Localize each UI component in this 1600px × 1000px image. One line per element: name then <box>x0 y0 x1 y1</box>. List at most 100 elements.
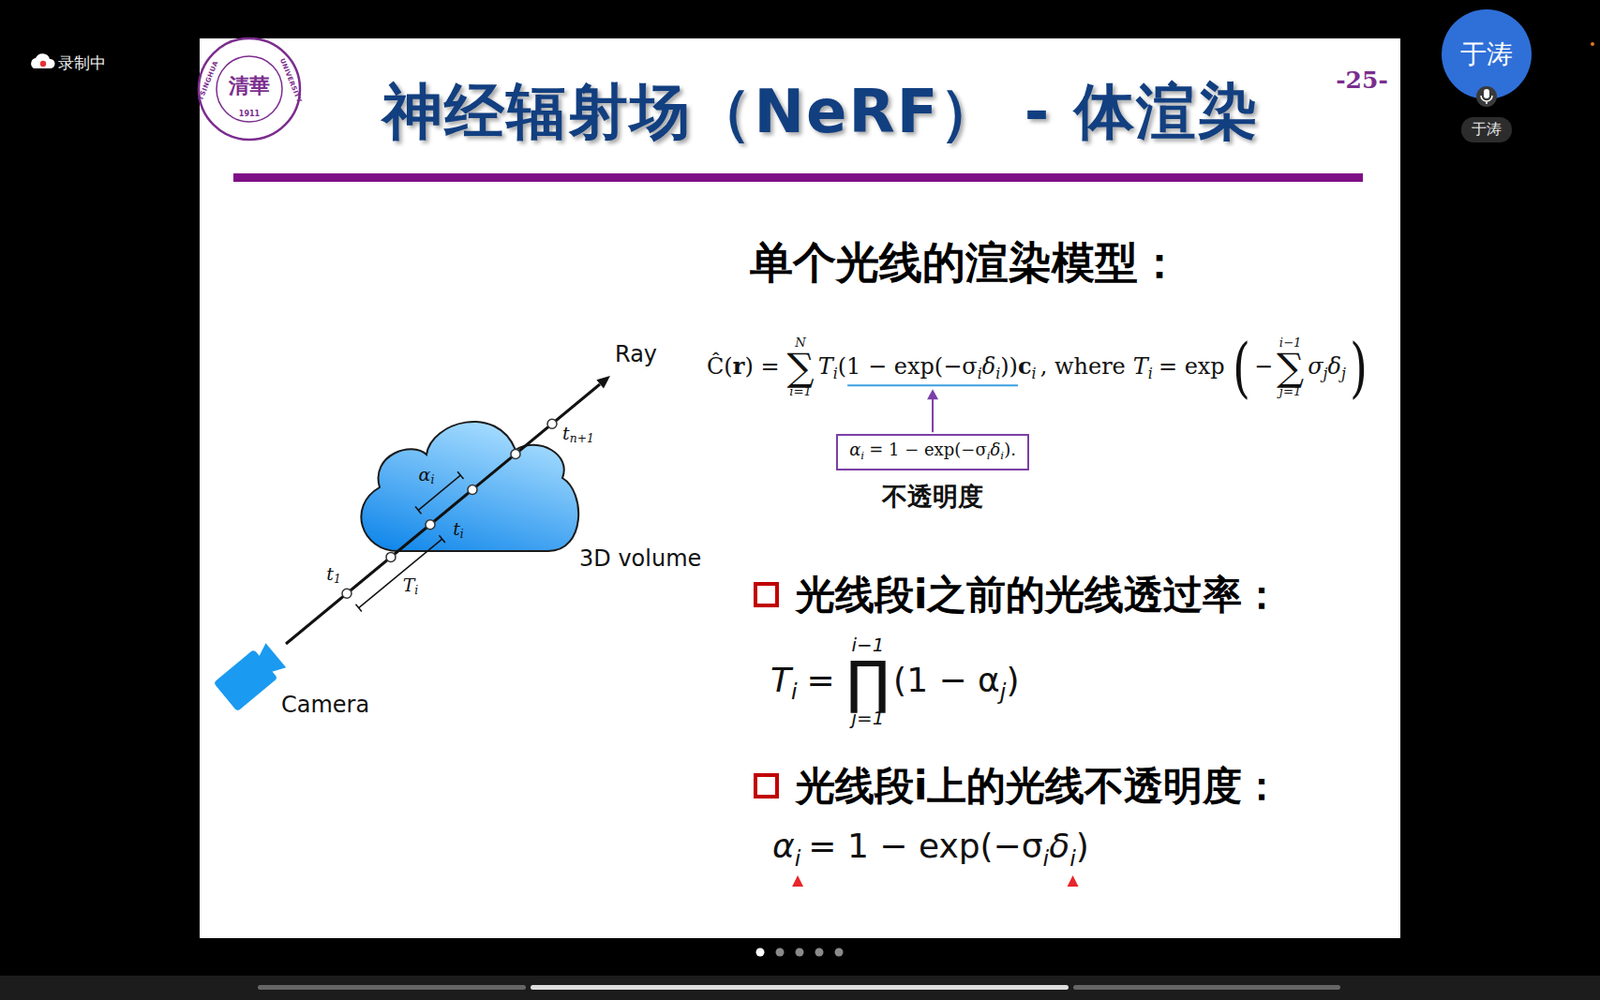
record-icon <box>30 53 55 69</box>
transmittance-label: Ti <box>403 575 419 596</box>
sample-point <box>425 520 435 530</box>
sample-point <box>386 552 396 562</box>
page-dots <box>756 948 844 958</box>
math-text: = 1 − exp(−σ <box>868 440 987 461</box>
bottom-bar <box>0 975 1600 1000</box>
subscript: i <box>860 449 865 464</box>
math-text: = 1 − exp(−σ <box>807 826 1043 866</box>
subscript: i <box>1043 846 1050 872</box>
opacity-label: αi <box>418 464 435 485</box>
math-text: δ <box>982 354 996 381</box>
formula-box: αi= 1 − exp(−σiδi). <box>836 433 1030 471</box>
logo-inner-ring <box>216 56 283 122</box>
bullet-heading: 光线段i上的光线不透明度： <box>795 762 1282 810</box>
math-text: = <box>807 660 836 700</box>
math-text: T <box>770 660 792 700</box>
avatar-name: 于涛 <box>1460 36 1513 73</box>
math-text: ) <box>1349 334 1368 401</box>
math-text: = exp <box>1158 354 1226 381</box>
upper-limit: i−1 <box>852 636 885 656</box>
operator-stack: i−1∏j=1 <box>846 636 890 729</box>
formula-line: Ĉ(r) =N∑i=1Ti(1 − exp(−σiδi))ci, whereTi… <box>706 334 1372 401</box>
bullet-square <box>755 775 778 797</box>
lower-limit: j=1 <box>852 709 885 729</box>
pointer-arrowhead <box>1067 875 1079 887</box>
camera-lens <box>254 642 286 677</box>
bullet-heading: 光线段i之前的光线透过率： <box>795 571 1282 619</box>
sample-point <box>342 588 352 599</box>
participant-name: 于涛 <box>1471 119 1502 138</box>
math-text: ) <box>1076 826 1090 866</box>
camera-label: Camera <box>281 691 370 718</box>
subscript: i <box>1069 846 1077 872</box>
subscript: i <box>1000 449 1004 464</box>
operator-stack: N∑i=1 <box>787 336 815 398</box>
formula-line: αi= 1 − exp(−σiδi) <box>772 826 1090 866</box>
math-text: ) <box>1005 660 1019 700</box>
page-dot <box>835 948 844 958</box>
math-text: Ĉ( <box>706 354 733 381</box>
operator-stack: i−1∑j=1 <box>1276 336 1304 398</box>
subscript: i <box>430 473 434 487</box>
page-dot <box>776 948 785 958</box>
camera-icon <box>213 641 288 712</box>
ray-arrowhead <box>596 375 611 389</box>
variable: α <box>418 463 432 485</box>
subscript: i <box>794 846 802 872</box>
volume-label: 3D volume <box>579 545 702 572</box>
recording-label: 录制中 <box>58 52 106 75</box>
bracket-tick <box>439 535 446 543</box>
subscript: n+1 <box>569 432 595 446</box>
logo-ring <box>198 38 300 140</box>
subscript: i <box>995 365 1001 383</box>
math-text: r <box>732 353 746 380</box>
subscript: i <box>986 449 991 464</box>
bracket-tick <box>415 506 421 514</box>
sample-point <box>547 418 557 429</box>
page-dot <box>756 948 765 958</box>
pointer-arrowhead <box>792 875 804 887</box>
subscript: i <box>833 365 838 383</box>
subscript: i <box>414 583 419 598</box>
math-text: )) <box>1000 354 1018 381</box>
subscript: j <box>1323 365 1329 383</box>
math-text: (1 − exp(−σ <box>837 354 978 381</box>
variable: t <box>326 563 334 584</box>
subscript: i <box>1031 365 1037 383</box>
math-text: T <box>818 354 834 381</box>
underline <box>847 384 1018 387</box>
slide-background <box>199 38 1401 939</box>
math-text: ) = <box>744 354 779 381</box>
sample-point <box>510 449 521 460</box>
sample-label: ti <box>452 519 464 539</box>
page-dot <box>815 948 824 958</box>
math-text: α <box>849 440 861 461</box>
math-text: δ <box>1048 826 1070 866</box>
progress-segment <box>257 985 526 990</box>
ray-line <box>285 384 600 644</box>
subscript: j <box>1000 679 1007 705</box>
math-text: δ <box>989 440 1001 461</box>
ray-label: Ray <box>614 341 658 368</box>
sample-points <box>342 418 557 599</box>
callout-arrow <box>931 397 934 433</box>
status-dot <box>1590 42 1595 46</box>
formula-line: Ti=i−1∏j=1(1 − αj) <box>770 636 1019 729</box>
page-number: -25- <box>1335 66 1389 94</box>
math-text: , where <box>1040 354 1126 381</box>
upper-limit: N <box>794 336 807 349</box>
callout-arrowhead <box>927 388 939 400</box>
section-heading: 单个光线的渲染模型： <box>749 237 1182 289</box>
math-text: T <box>1133 354 1149 381</box>
sample-point <box>467 485 478 495</box>
variable: T <box>403 574 416 596</box>
bullet-square <box>755 583 778 606</box>
subscript: 1 <box>333 572 342 586</box>
transmittance-bracket <box>358 538 443 609</box>
logo-year: 1911 <box>239 109 260 119</box>
bracket-tick <box>356 604 362 613</box>
variable: t <box>562 422 570 444</box>
operator-symbol: ∑ <box>1276 349 1304 387</box>
progress-segment <box>530 985 1069 990</box>
math-text: α <box>772 826 795 866</box>
